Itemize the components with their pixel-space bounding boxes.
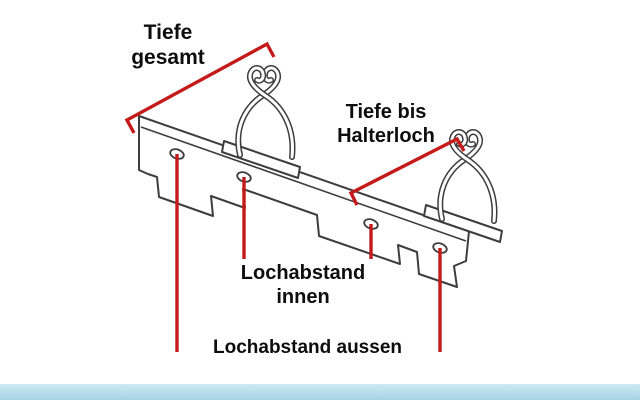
label-tiefe-bis-halterloch-line1: Tiefe bis [345, 101, 427, 123]
label-lochabstand-innen-line1: Lochabstand [240, 262, 366, 284]
label-lochabstand-innen: Lochabstand innen [236, 261, 370, 309]
label-lochabstand-innen-line2: innen [276, 286, 330, 308]
label-tiefe-gesamt-line1: Tiefe [143, 21, 193, 44]
label-tiefe-bis-halterloch: Tiefe bis Halterloch [318, 100, 454, 148]
label-tiefe-gesamt: Tiefe gesamt [108, 20, 228, 70]
dimension-tiefe-gesamt [124, 41, 276, 134]
label-lochabstand-aussen-line1: Lochabstand aussen [213, 337, 402, 358]
spring-clip-right [437, 129, 498, 224]
dimension-lines [124, 41, 466, 352]
dimension-tiefe-bis-halterloch [348, 136, 466, 206]
spring-clip-left [235, 65, 296, 160]
label-tiefe-bis-halterloch-line2: Halterloch [337, 125, 435, 147]
label-lochabstand-aussen: Lochabstand aussen [205, 336, 410, 359]
label-tiefe-gesamt-line2: gesamt [131, 46, 205, 69]
rail-fold-line [140, 126, 467, 242]
rail-body [138, 115, 470, 288]
footer-bar [0, 384, 640, 400]
